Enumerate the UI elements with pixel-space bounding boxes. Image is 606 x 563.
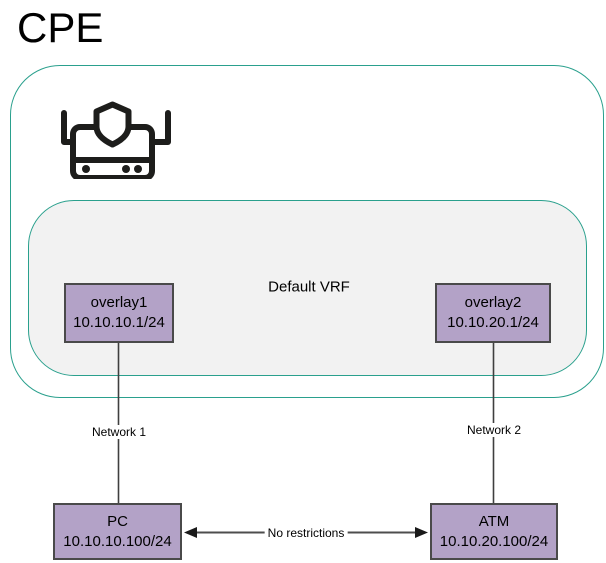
node-overlay1-name: overlay1 [90, 294, 148, 311]
node-overlay2-ip: 10.10.20.1/24 [447, 314, 539, 331]
node-overlay2: overlay2 10.10.20.1/24 [435, 283, 551, 343]
node-pc-name: PC [107, 512, 128, 530]
firewall-icon [61, 101, 171, 179]
node-atm-ip: 10.10.20.100/24 [439, 532, 549, 550]
node-pc: PC 10.10.10.100/24 [53, 503, 182, 560]
node-atm-name: ATM [478, 512, 510, 530]
edge-label-network2: Network 2 [463, 423, 525, 437]
node-overlay2-name: overlay2 [464, 294, 522, 311]
cpe-container [10, 65, 604, 398]
edge-label-network1: Network 1 [88, 425, 150, 439]
diagram-title: CPE [17, 4, 104, 51]
node-atm: ATM 10.10.20.100/24 [430, 503, 558, 560]
node-pc-ip: 10.10.10.100/24 [63, 532, 172, 550]
node-overlay1: overlay1 10.10.10.1/24 [64, 283, 174, 343]
node-overlay1-ip: 10.10.10.1/24 [73, 314, 165, 331]
edge-label-no-restrictions: No restrictions [264, 526, 348, 540]
default-vrf-label: Default VRF [268, 278, 350, 296]
